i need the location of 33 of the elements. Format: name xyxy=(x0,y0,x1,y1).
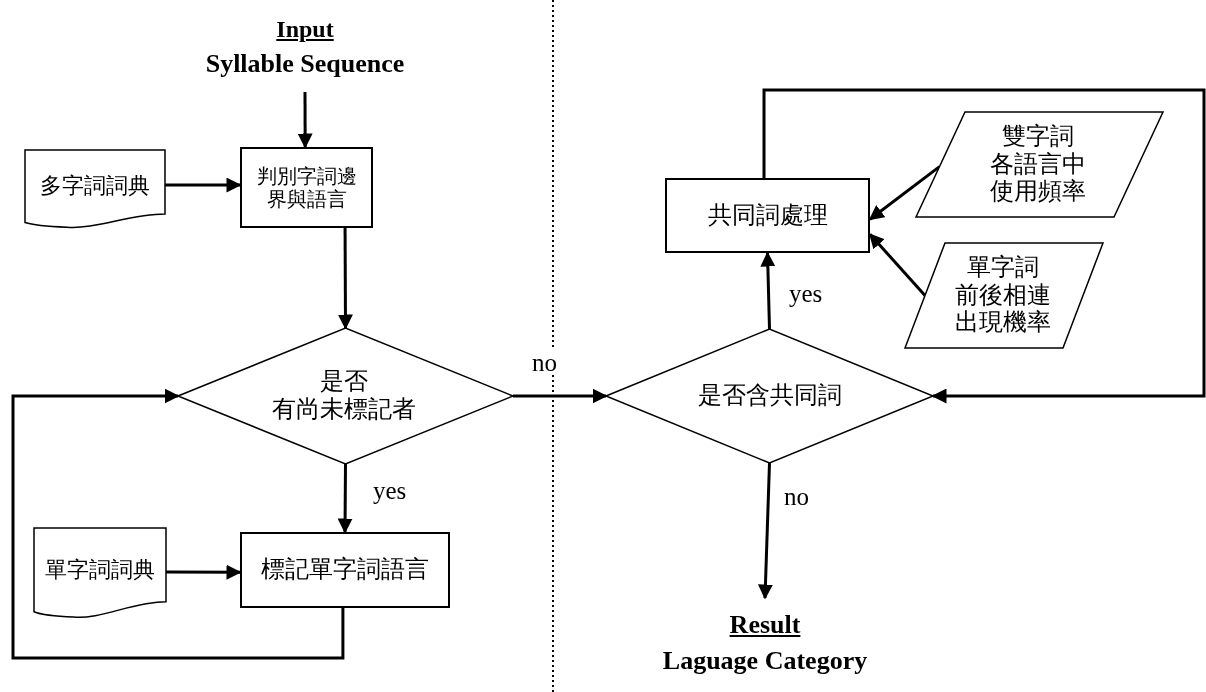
heading-label: Result xyxy=(729,610,801,640)
process-box xyxy=(240,532,450,608)
node-text: 是否含共同詞 xyxy=(697,382,842,410)
decision-diamond xyxy=(178,328,513,464)
edge-label: no xyxy=(531,350,558,375)
arrow xyxy=(297,92,313,149)
data-parallelogram xyxy=(905,243,1103,348)
arrow xyxy=(166,564,242,580)
node-text: 判別字詞邊界與語言 xyxy=(255,164,358,211)
arrow xyxy=(337,228,353,330)
arrow xyxy=(165,177,242,193)
node-text: 單字詞詞典 xyxy=(45,556,155,583)
subheading-label: Laguage Category xyxy=(662,646,868,676)
node-text: 是否有尚未標記者 xyxy=(272,368,418,424)
node-text: 多字詞詞典 xyxy=(40,173,150,199)
arrow xyxy=(513,388,608,404)
arrow xyxy=(762,88,1206,404)
document-shape xyxy=(25,150,165,228)
document-shape xyxy=(34,528,166,618)
data-parallelogram xyxy=(916,112,1163,217)
decision-diamond xyxy=(606,329,933,463)
process-box xyxy=(665,178,870,253)
node-text: 雙字詞各語言中使用頻率 xyxy=(990,123,1088,206)
node-text: 單字詞前後相連出現機率 xyxy=(954,254,1052,337)
node-text: 標記單字詞語言 xyxy=(261,556,429,584)
heading-label: Input xyxy=(276,15,334,43)
arrow xyxy=(11,388,345,660)
arrow xyxy=(337,464,353,534)
subheading-label: Syllable Sequence xyxy=(205,48,405,79)
node-text: 共同詞處理 xyxy=(707,201,828,230)
process-box xyxy=(240,147,373,228)
arrow xyxy=(757,462,773,600)
arrow xyxy=(760,251,776,330)
